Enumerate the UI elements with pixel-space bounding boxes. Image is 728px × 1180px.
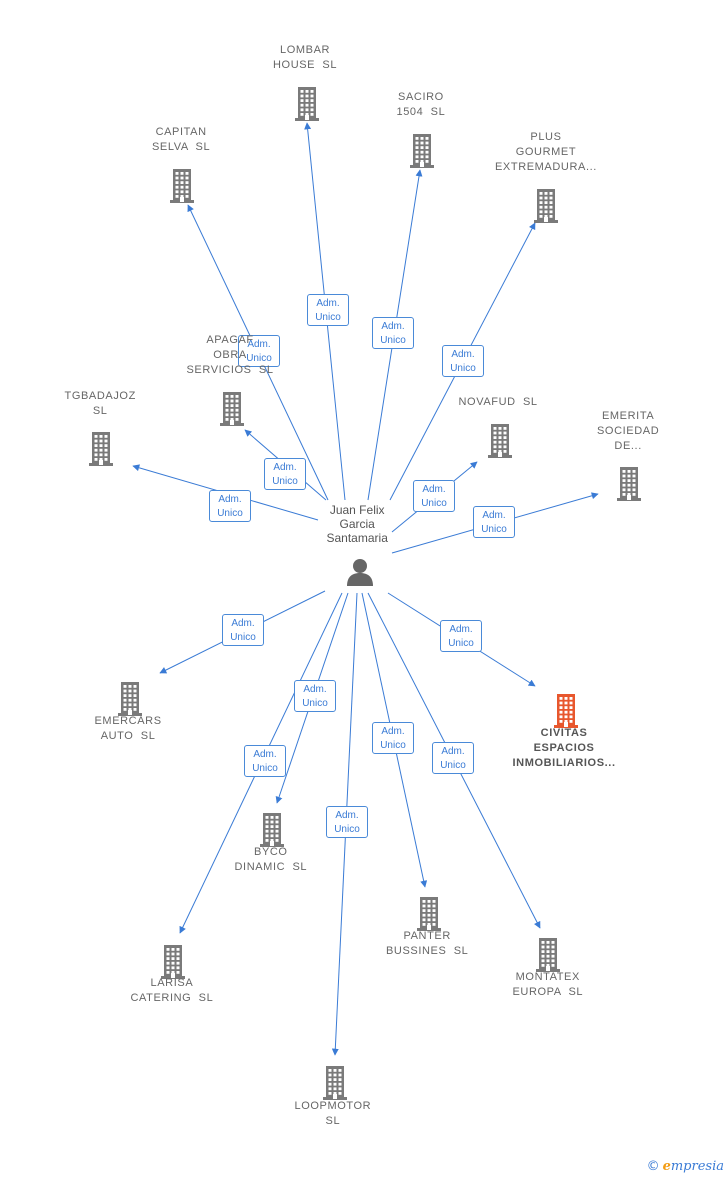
building-icon-emercars[interactable] <box>114 680 146 716</box>
company-label-saciro[interactable]: SACIRO 1504 SL <box>396 91 446 118</box>
building-icon-byco[interactable] <box>256 811 288 847</box>
company-label-apagaf[interactable]: APAGAF OBRA SERVICIOS SL <box>186 334 274 376</box>
relation-badge-novafud[interactable]: Adm. Unico <box>413 480 455 512</box>
building-icon-larisa[interactable] <box>157 943 189 979</box>
company-label-loopmotor[interactable]: LOOPMOTOR SL <box>294 1100 372 1127</box>
relation-badge-emerita[interactable]: Adm. Unico <box>473 506 515 538</box>
company-label-montatex[interactable]: MONTATEX EUROPA SL <box>512 971 584 998</box>
person-icon[interactable] <box>345 557 375 587</box>
relation-badge-lombar[interactable]: Adm. Unico <box>307 294 349 326</box>
brand-name: mpresia <box>670 1159 724 1174</box>
company-label-lombar[interactable]: LOMBAR HOUSE SL <box>273 44 338 71</box>
relation-badge-emercars[interactable]: Adm. Unico <box>222 614 264 646</box>
copyright-symbol: © <box>646 1159 660 1174</box>
relation-badge-tgbadajoz[interactable]: Adm. Unico <box>209 490 251 522</box>
relation-badge-plus[interactable]: Adm. Unico <box>442 345 484 377</box>
brand-initial: e <box>662 1159 671 1174</box>
building-icon-montatex[interactable] <box>532 936 564 972</box>
relation-badge-byco[interactable]: Adm. Unico <box>294 680 336 712</box>
company-label-tgbadajoz[interactable]: TGBADAJOZ SL <box>64 390 136 417</box>
company-label-larisa[interactable]: LARISA CATERING SL <box>130 977 214 1004</box>
company-label-capitan[interactable]: CAPITAN SELVA SL <box>152 126 211 153</box>
company-label-novafud[interactable]: NOVAFUD SL <box>458 396 538 408</box>
company-label-panter[interactable]: PANTER BUSSINES SL <box>386 930 469 957</box>
building-icon-saciro[interactable] <box>406 132 438 168</box>
company-label-emerita[interactable]: EMERITA SOCIEDAD DE... <box>597 410 660 452</box>
building-icon-loopmotor[interactable] <box>319 1064 351 1100</box>
empresia-watermark: ©empresia <box>647 1159 724 1174</box>
building-icon-capitan[interactable] <box>166 167 198 203</box>
relation-badge-loopmotor[interactable]: Adm. Unico <box>326 806 368 838</box>
relation-badge-saciro[interactable]: Adm. Unico <box>372 317 414 349</box>
relation-badge-apagaf[interactable]: Adm. Unico <box>264 458 306 490</box>
person-name[interactable]: Juan Felix Garcia Santamaria <box>326 503 388 545</box>
relation-badge-capitan[interactable]: Adm. Unico <box>238 335 280 367</box>
relation-badge-civitas[interactable]: Adm. Unico <box>440 620 482 652</box>
building-icon-emerita[interactable] <box>613 465 645 501</box>
building-icon-apagaf[interactable] <box>216 390 248 426</box>
building-icon-lombar[interactable] <box>291 85 323 121</box>
company-label-byco[interactable]: BYCO DINAMIC SL <box>234 846 308 873</box>
relation-badge-montatex[interactable]: Adm. Unico <box>432 742 474 774</box>
company-label-civitas[interactable]: CIVITAS ESPACIOS INMOBILIARIOS... <box>512 727 616 769</box>
building-icon-novafud[interactable] <box>484 422 516 458</box>
company-label-plus[interactable]: PLUS GOURMET EXTREMADURA... <box>495 131 597 173</box>
building-icon-civitas[interactable] <box>550 692 582 728</box>
relation-badge-panter[interactable]: Adm. Unico <box>372 722 414 754</box>
building-icon-tgbadajoz[interactable] <box>85 430 117 466</box>
relation-badge-larisa[interactable]: Adm. Unico <box>244 745 286 777</box>
company-label-emercars[interactable]: EMERCARS AUTO SL <box>94 715 162 742</box>
building-icon-panter[interactable] <box>413 895 445 931</box>
building-icon-plus[interactable] <box>530 187 562 223</box>
